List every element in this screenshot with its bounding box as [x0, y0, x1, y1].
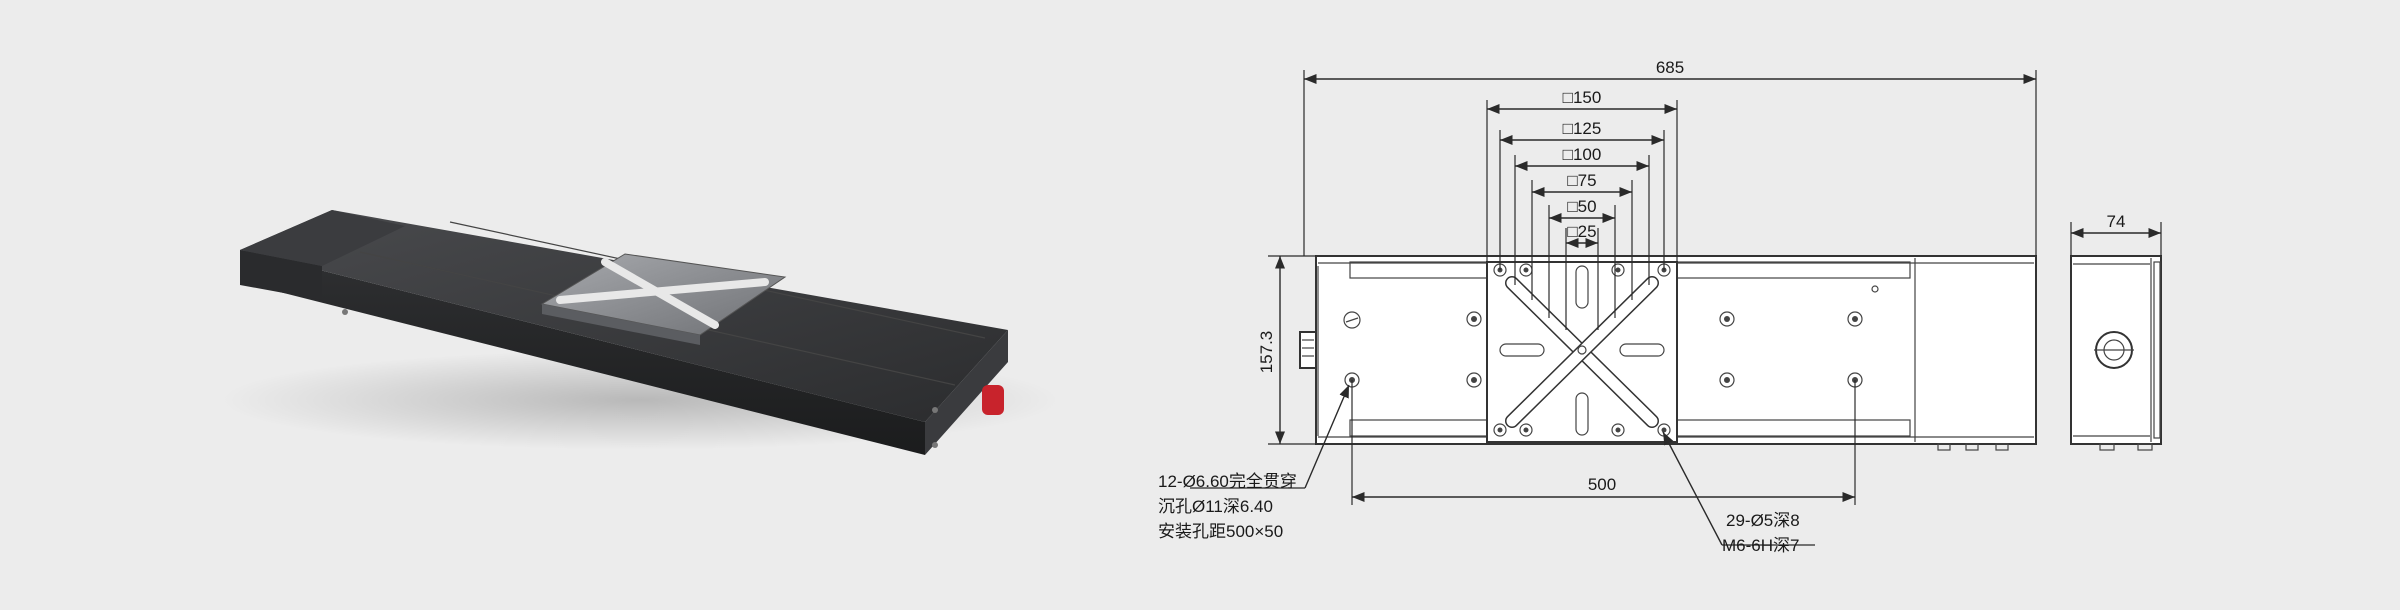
note-line-2: 沉孔Ø11深6.40: [1158, 497, 1273, 516]
mount-hole-note: 12-Ø6.60完全贯穿 沉孔Ø11深6.40 安装孔距500×50: [1158, 472, 1297, 541]
dim-overall-length: 685: [1656, 58, 1684, 77]
dim-square-100: □100: [1563, 145, 1602, 164]
dim-square-150: □150: [1563, 88, 1602, 107]
dim-square-50: □50: [1567, 197, 1596, 216]
dim-height: 157.3: [1257, 331, 1276, 374]
dim-square-75: □75: [1567, 171, 1596, 190]
limit-switch-icon: [982, 385, 1004, 415]
table-hole-note: 29-Ø5深8 M6-6H深7: [1722, 511, 1800, 555]
note-line-3: 安装孔距500×50: [1158, 522, 1283, 541]
product-render: [220, 210, 1060, 455]
top-view-drawing: 685 □150 □125 □100 □75 □50 □25 157.3 500: [1190, 58, 2037, 546]
note-line-5: M6-6H深7: [1722, 536, 1799, 555]
dim-square-125: □125: [1563, 119, 1602, 138]
carriage-plate: [540, 253, 787, 345]
side-view-drawing: 74: [2070, 212, 2162, 451]
dim-square-25: □25: [1567, 222, 1596, 241]
dim-side-width: 74: [2107, 212, 2126, 231]
dim-hole-spacing: 500: [1588, 475, 1616, 494]
note-line-1: 12-Ø6.60完全贯穿: [1158, 472, 1297, 491]
note-line-4: 29-Ø5深8: [1726, 511, 1800, 530]
